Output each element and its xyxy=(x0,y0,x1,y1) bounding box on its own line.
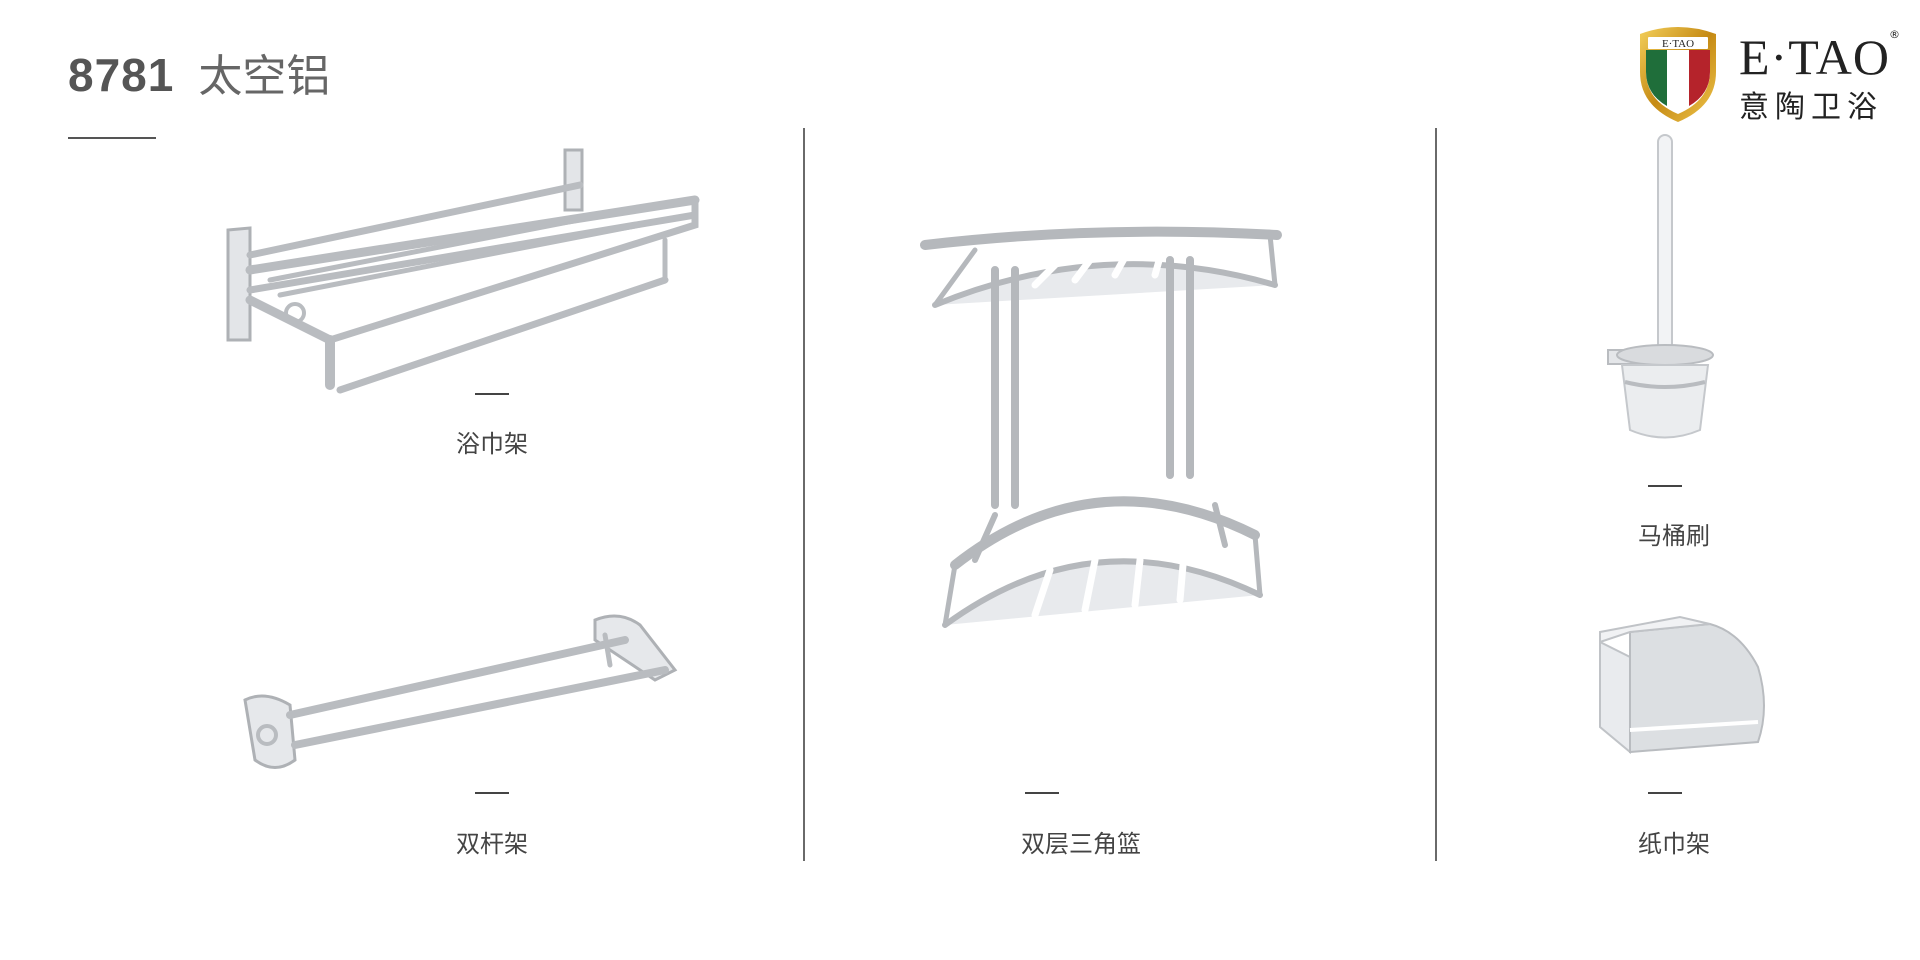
corner-basket-icon xyxy=(920,226,1282,628)
product-name: 双层三角篮 xyxy=(1021,830,1141,858)
product-name: 双杆架 xyxy=(456,830,528,858)
registered-mark: ® xyxy=(1889,28,1900,41)
divider-left xyxy=(803,128,805,861)
brand-name-cn: 意陶卫浴 xyxy=(1739,90,1883,125)
toilet-brush-icon xyxy=(1607,134,1714,439)
label-dash xyxy=(1648,485,1682,487)
paper-holder-icon xyxy=(1599,615,1765,755)
label-dash xyxy=(475,792,509,794)
brand-logo: E·TAO E·TAO ® 意陶卫浴 xyxy=(1636,24,1906,125)
shield-icon: E·TAO xyxy=(1640,27,1716,122)
towel-shelf-icon xyxy=(226,148,700,394)
product-name: 浴巾架 xyxy=(456,430,528,458)
label-dash xyxy=(475,393,509,395)
model-number: 8781 xyxy=(68,49,175,101)
label-dash xyxy=(1025,792,1059,794)
product-name: 纸巾架 xyxy=(1638,830,1710,858)
header-underline xyxy=(68,137,156,139)
page-header: 8781 太空铝 xyxy=(68,40,330,104)
brand-name: E·TAO xyxy=(1739,29,1890,85)
material-name: 太空铝 xyxy=(198,51,331,102)
shield-label: E·TAO xyxy=(1662,38,1694,50)
divider-right xyxy=(1435,128,1437,861)
product-name: 马桶刷 xyxy=(1638,522,1710,550)
label-dash xyxy=(1648,792,1682,794)
double-towel-bar-icon xyxy=(243,614,678,769)
